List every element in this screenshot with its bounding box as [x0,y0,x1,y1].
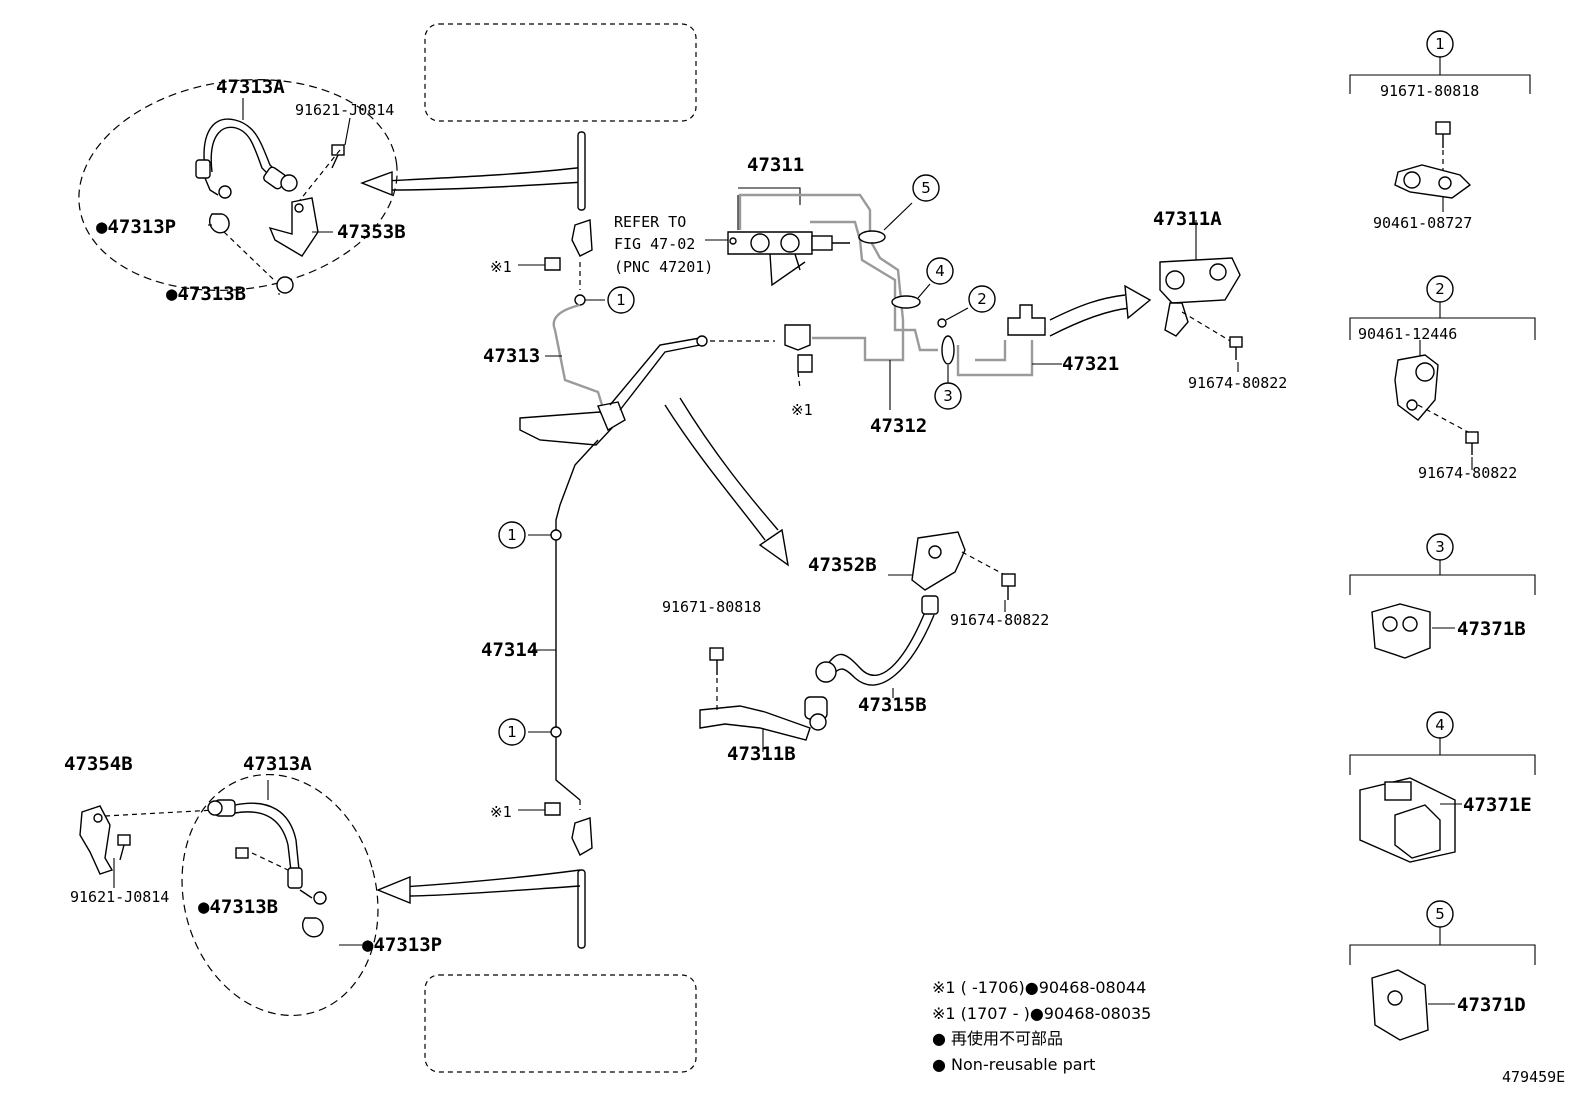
note-line-4: ● Non-reusable part [932,1055,1095,1074]
callout-circle [912,174,940,202]
arrow-left-bottom [387,869,581,889]
label-91621-top: 91621-J0814 [295,101,394,119]
refer-line-2: FIG 47-02 [614,235,695,253]
clamp-90461-12446 [1394,354,1439,421]
pipe-47314 [555,439,599,801]
label-47371b: 47371B [1457,618,1526,640]
connector-47321 [1007,304,1046,336]
refer-line-1: REFER TO [614,213,686,231]
bracket-47353b [268,197,319,257]
arrow-left-top [364,166,586,183]
callout-circle [607,286,635,314]
label-47352b: 47352B [808,554,877,576]
label-47315b: 47315B [858,694,927,716]
callout-1: 1 [616,291,626,309]
rod-top [577,131,586,211]
label-47311b: 47311B [727,743,796,765]
label-47314: 47314 [481,639,538,661]
callout-2: 2 [977,290,987,308]
rod-bottom [577,869,586,949]
callout-3: 3 [943,387,953,405]
label-47313: 47313 [483,345,540,367]
label-47312: 47312 [870,415,927,437]
callout-circle [968,285,996,313]
bolt-icon [331,144,345,169]
callout-1: 1 [1435,35,1445,53]
flex-hose-bottom [234,802,301,881]
callout-circle [498,718,526,746]
clip-47313p-top [208,213,230,234]
label-91671-mid: 91671-80818 [662,598,761,616]
label-91671-80818: 91671-80818 [1380,82,1479,100]
label-47313b-bottom: ●47313B [198,896,278,918]
callout-1: 1 [507,526,517,544]
reference-box-bottom [424,974,697,1073]
label-91674-mid: 91674-80822 [1188,374,1287,392]
label-47371e: 47371E [1463,794,1532,816]
note-line-2: ※1 (1707 - )●90468-08035 [932,1004,1151,1023]
reference-box-top [424,23,697,122]
callout-4: 4 [935,262,945,280]
detail-ellipse-bottom [181,773,379,1017]
clip-47313p-bottom [301,917,324,938]
arrow-down-right [664,404,766,541]
bracket-47311b [699,705,811,741]
label-47313a-top: 47313A [216,76,285,98]
callout-4: 4 [1435,716,1445,734]
junction-block [519,411,613,446]
callout-circle [934,382,962,410]
label-91674-80822: 91674-80822 [1418,464,1517,482]
callout-circle [498,521,526,549]
bracket-47352b [911,531,966,591]
label-47354b: 47354B [64,753,133,775]
label-90461-08727: 90461-08727 [1373,214,1472,232]
label-x1-bottom: ※1 [490,803,512,821]
arrow-to-47311a [1049,294,1126,321]
detail-ellipse-top [78,79,398,291]
flex-hose-top [203,118,286,181]
label-90461-12446: 90461-12446 [1358,325,1457,343]
figure-reference-code: 479459E [1502,1068,1565,1086]
callout-circle [926,257,954,285]
label-47313p-top: ●47313P [96,216,176,238]
pipe-47312 [738,193,905,362]
flex-hose-47315b [824,611,926,676]
label-x1-mid: ※1 [791,401,813,419]
label-47311a: 47311A [1153,208,1222,230]
note-line-3: ● 再使用不可部品 [932,1029,1063,1048]
label-47313b-top: ●47313B [166,283,246,305]
label-47313a-bottom: 47313A [243,753,312,775]
callout-1: 1 [507,723,517,741]
label-47321: 47321 [1062,353,1119,375]
callout-5: 5 [1435,905,1445,923]
label-47353b: 47353B [337,221,406,243]
label-47371d: 47371D [1457,994,1526,1016]
callout-2: 2 [1435,280,1445,298]
refer-line-3: (PNC 47201) [614,258,713,276]
callout-3: 3 [1435,538,1445,556]
label-47313p-bottom: ●47313P [362,934,442,956]
bracket-47354b [79,805,114,875]
label-47311: 47311 [747,154,804,176]
label-91621-bottom: 91621-J0814 [70,888,169,906]
clamp-47371d [1371,969,1429,1041]
pipe-47313 [552,303,604,406]
clamp-47371b [1371,603,1431,659]
label-x1-top: ※1 [490,258,512,276]
callout-5: 5 [921,179,931,197]
label-91674-b: 91674-80822 [950,611,1049,629]
note-line-1: ※1 ( -1706)●90468-08044 [932,978,1146,997]
